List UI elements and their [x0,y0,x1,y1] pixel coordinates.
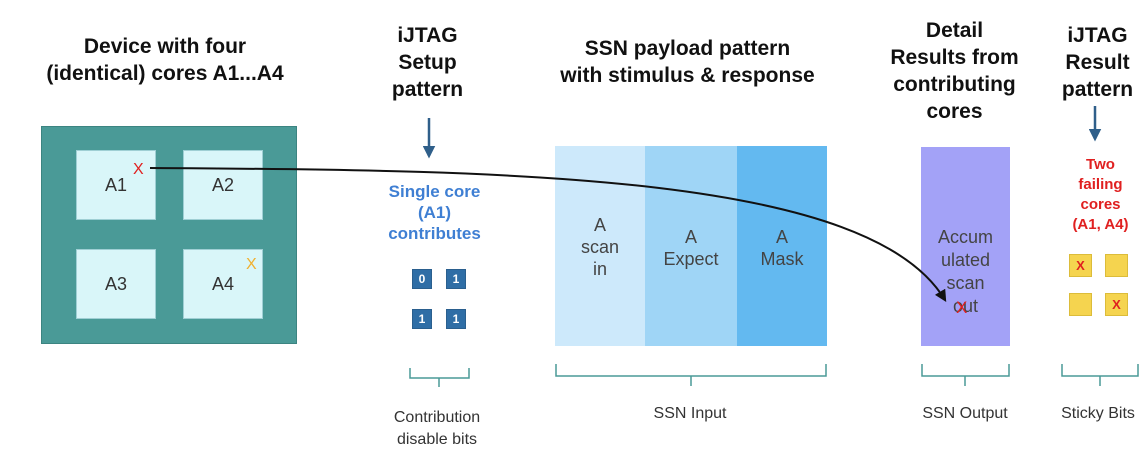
core-a2: A2 [183,150,263,220]
mask-label: A Mask [760,227,804,269]
sticky-bits-caption: Sticky Bits [1061,405,1135,422]
sticky-bit: X [1069,254,1092,277]
contribution-brace [409,368,470,387]
scan-out-fail-mark: X [956,298,968,317]
failure-path-arrow [149,167,947,303]
device-heading: Device with four (identical) cores A1...… [46,35,284,85]
scan-out-block: Accum ulated scan out [921,147,1010,346]
detail-heading: Detail Results from contributing cores [890,19,1019,123]
core-a1: A1 [76,150,156,220]
core-label: A2 [211,174,235,195]
result-heading: iJTAG Result pattern [1061,24,1134,101]
core-label: A4 [211,273,235,294]
sticky-bit: X [1105,293,1128,316]
sticky-bits-brace [1061,364,1139,386]
ssn-input-caption: SSN Input [653,405,727,422]
scan-in-label: A scan in [580,215,620,279]
sticky-bit [1105,254,1128,277]
contribution-bit: 1 [446,309,466,329]
a1-fail-mark: X [133,161,144,178]
core-label: A3 [104,273,128,294]
ssn-input-brace [555,364,827,386]
payload-heading: SSN payload pattern with stimulus & resp… [560,37,815,87]
scan-out-label: Accum ulated scan out [937,227,993,316]
contribution-bit: 1 [412,309,432,329]
mask-column: A Mask [737,146,827,346]
expect-column: A Expect [645,146,737,346]
core-a3: A3 [76,249,156,319]
core-label: A1 [104,174,128,195]
contribution-bit: 1 [446,269,466,289]
ssn-output-brace [921,364,1010,386]
failing-cores-note: Two failing cores (A1, A4) [1072,156,1129,233]
sticky-bit [1069,293,1092,316]
single-core-note: Single core (A1) contributes [388,182,481,243]
contribution-caption: Contribution disable bits [393,409,481,448]
device-die: A1 A2 A3 A4 X X [41,126,297,344]
expect-label: A Expect [663,227,719,269]
core-a4: A4 [183,249,263,319]
a4-fail-mark: X [246,256,257,273]
contribution-bit: 0 [412,269,432,289]
ssn-output-caption: SSN Output [922,405,1008,422]
setup-heading: iJTAG Setup pattern [391,24,464,101]
